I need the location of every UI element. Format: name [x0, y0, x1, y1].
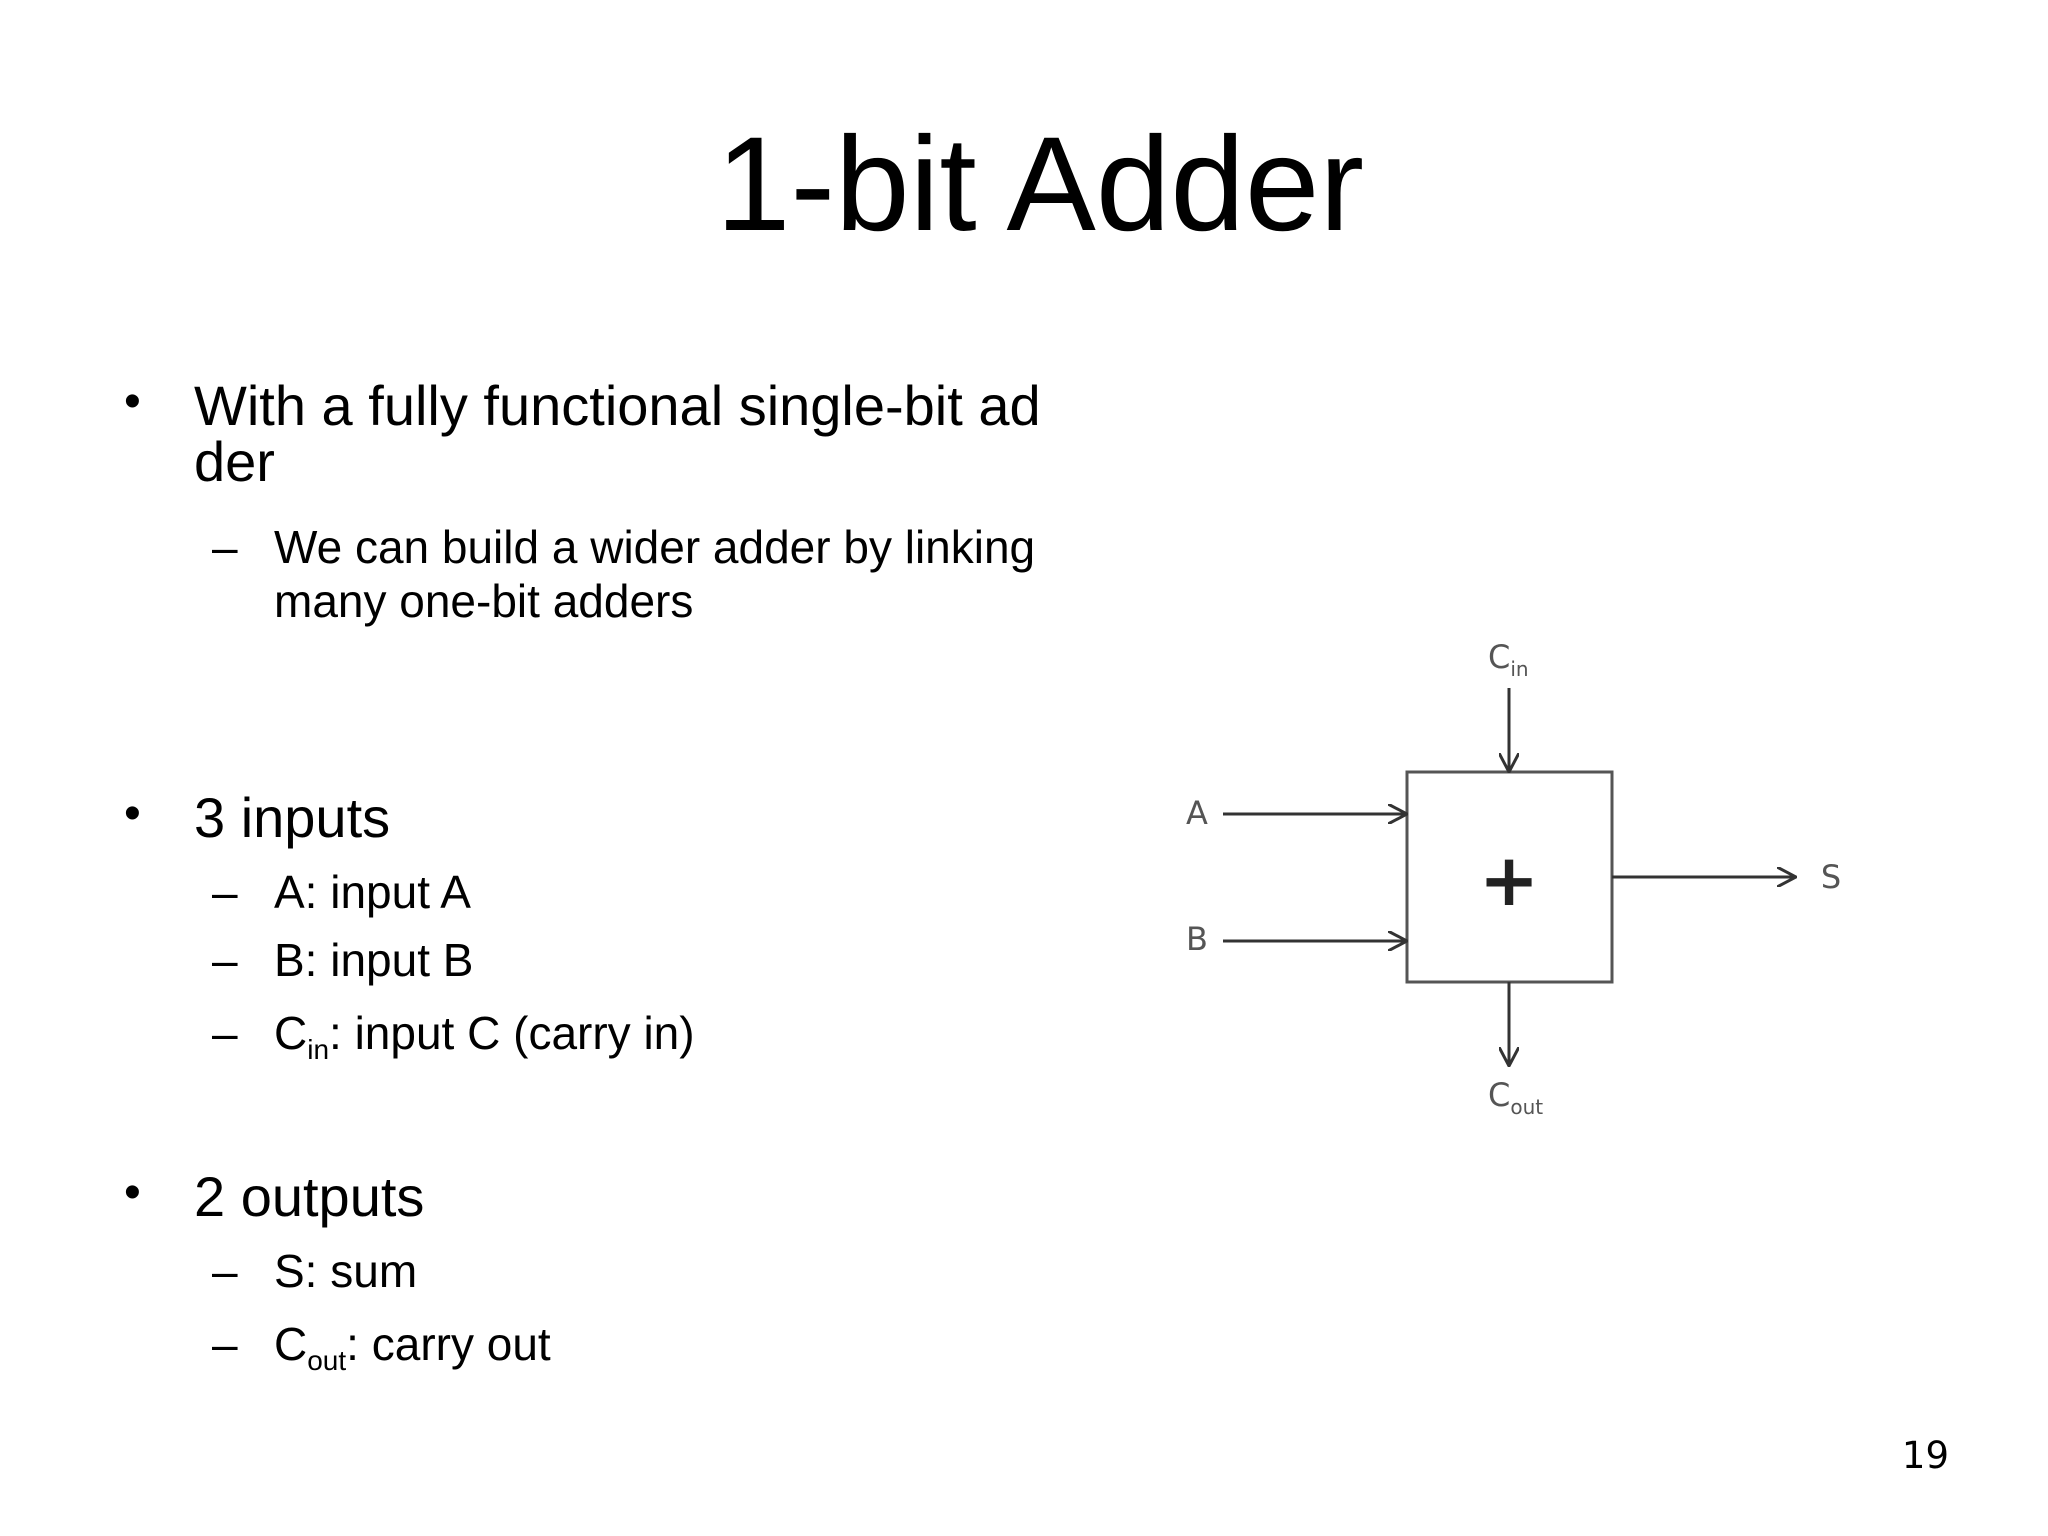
bullet-1-sub-1-text: We can build a wider adder by linking ma…: [274, 521, 1036, 627]
bullet-2-text: 3 inputs: [194, 786, 391, 849]
carry-out-label-sub: out: [1510, 1095, 1543, 1119]
carry-in-description: : input C (carry in): [329, 1007, 695, 1059]
carry-out-subscript: out: [307, 1345, 347, 1376]
carry-out-label: Cout: [1488, 1076, 1543, 1119]
input-a-label: A: [1186, 794, 1208, 832]
sub-bullet-marker: –: [212, 1245, 238, 1297]
input-b-label: B: [1186, 920, 1208, 958]
bullet-marker: •: [124, 375, 141, 428]
carry-in-label: Cin: [1488, 638, 1529, 681]
carry-out-label-base: C: [1488, 1076, 1510, 1114]
carry-in-base: C: [274, 1007, 308, 1059]
sum-label: S: [1821, 858, 1841, 896]
bullet-2-sub-3-text: Cin: input C (carry in): [274, 1007, 1174, 1064]
sub-bullet-marker: –: [212, 1318, 238, 1370]
sub-bullet-marker: –: [212, 934, 238, 986]
sub-bullet-marker: –: [212, 866, 238, 918]
sub-bullet-marker: –: [212, 1007, 238, 1059]
bullet-marker: •: [124, 787, 141, 840]
adder-box: [1405, 770, 1614, 984]
bullet-3-sub-1-text: S: sum: [274, 1245, 418, 1297]
page-number: 19: [1901, 1434, 1949, 1477]
bullet-3-text: 2 outputs: [194, 1165, 425, 1228]
carry-out-description: : carry out: [346, 1318, 551, 1370]
bullet-2-sub-2-text: B: input B: [274, 934, 474, 986]
bullet-1-text: With a fully functional single-bit ad de…: [194, 374, 1041, 493]
adder-operator: +: [1479, 838, 1539, 922]
sub-bullet-marker: –: [212, 521, 238, 573]
carry-in-label-sub: in: [1510, 657, 1528, 681]
slide-title: 1-bit Adder: [715, 110, 1365, 259]
carry-in-subscript: in: [307, 1034, 330, 1065]
bullet-2-sub-1-text: A: input A: [274, 866, 471, 918]
carry-in-label-base: C: [1488, 638, 1510, 676]
bullet-marker: •: [124, 1166, 141, 1219]
bullet-3-sub-2-text: Cout: carry out: [274, 1318, 1174, 1375]
carry-out-base: C: [274, 1318, 308, 1370]
